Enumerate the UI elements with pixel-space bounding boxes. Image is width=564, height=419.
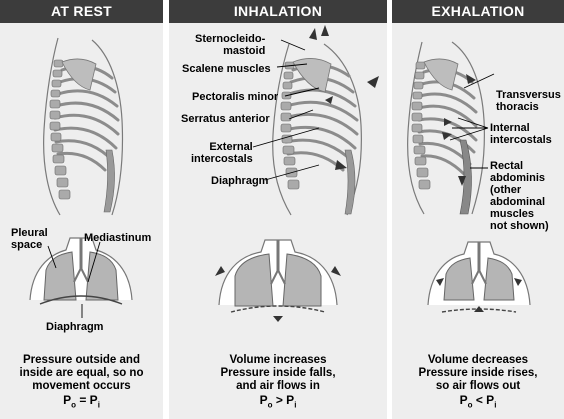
abdominal-muscle	[104, 150, 115, 212]
label-mediastinum: Mediastinum	[84, 232, 151, 244]
caption-line: inside are equal, so no	[0, 367, 163, 380]
caption-line: Volume decreases	[392, 354, 564, 367]
label-scalene-muscles: Scalene muscles	[182, 63, 271, 75]
label-diaphragm: Diaphragm	[46, 321, 103, 333]
caption-line: and air flows in	[169, 380, 387, 393]
caption-line: Pressure inside rises,	[392, 367, 564, 380]
thorax-front-view	[428, 242, 530, 312]
pressure-equation: Po = Pi	[0, 394, 163, 411]
thorax-front-view	[219, 240, 337, 312]
label-diaphragm: Diaphragm	[211, 175, 268, 187]
label-internal-intercostals: Internal intercostals	[490, 122, 552, 146]
scapula	[293, 58, 331, 92]
abdominal-muscle	[345, 150, 355, 214]
caption-line: Pressure outside and	[0, 354, 163, 367]
pressure-equation: Po < Pi	[392, 394, 564, 411]
spine	[412, 62, 430, 189]
label-pectoralis-minor: Pectoralis minor	[192, 91, 278, 103]
label-pleural-space: Pleural space	[11, 227, 48, 251]
caption-inhalation: Volume increases Pressure inside falls, …	[169, 354, 387, 411]
caption-line: movement occurs	[0, 380, 163, 393]
label-serratus-anterior: Serratus anterior	[181, 113, 270, 125]
label-rectal-abdominis: Rectal abdominis (other abdominal muscle…	[490, 160, 549, 232]
panel-exhalation: EXHALATION	[392, 0, 564, 419]
scapula	[424, 59, 458, 90]
scapula	[62, 59, 96, 90]
caption-line: Volume increases	[169, 354, 387, 367]
caption-at-rest: Pressure outside and inside are equal, s…	[0, 354, 163, 411]
label-transversus-thoracis: Transversus thoracis	[496, 89, 561, 113]
label-sternocleidomastoid: Sternocleido- mastoid	[195, 33, 265, 57]
panel-at-rest: AT REST	[0, 0, 163, 419]
panel-inhalation: INHALATION	[169, 0, 387, 419]
pressure-equation: Po > Pi	[169, 394, 387, 411]
label-external-intercostals: External intercostals	[191, 141, 253, 165]
caption-line: Pressure inside falls,	[169, 367, 387, 380]
caption-exhalation: Volume decreases Pressure inside rises, …	[392, 354, 564, 411]
caption-line: so air flows out	[392, 380, 564, 393]
